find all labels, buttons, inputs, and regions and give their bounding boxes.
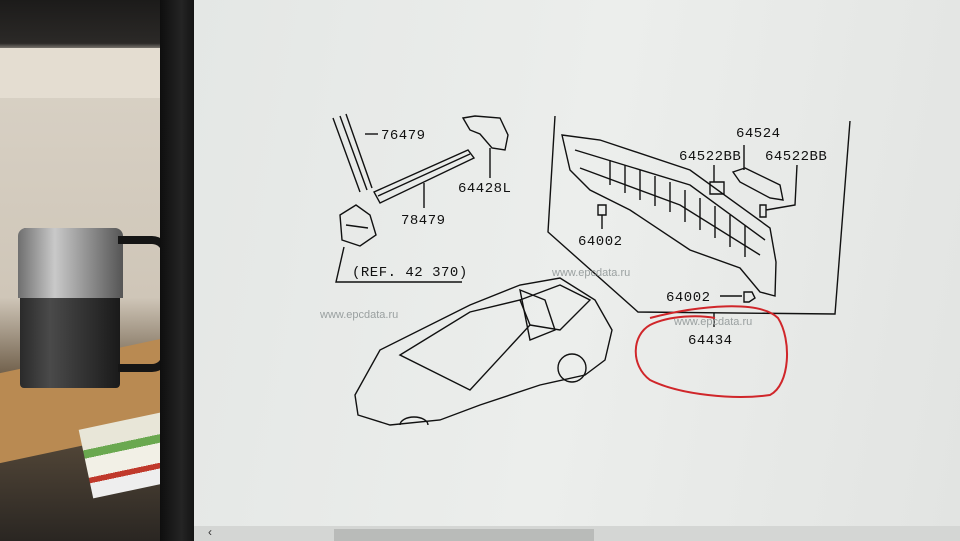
watermark: www.epcdata.ru: [551, 267, 630, 279]
part-64522bb-left-drawing: [709, 165, 725, 195]
ref-part-drawing: [335, 204, 462, 283]
part-78479-drawing: [373, 149, 476, 208]
red-highlight-circle: [634, 305, 788, 398]
watermark: www.epcdata.ru: [673, 316, 752, 328]
monitor-bezel: [160, 0, 196, 541]
label-64002-upper: 64002: [578, 234, 623, 250]
wall-shelf: [0, 48, 170, 98]
scrollbar-thumb[interactable]: [334, 529, 594, 541]
horizontal-scrollbar[interactable]: ‹: [194, 525, 960, 541]
label-64522bb-right: 64522BB: [765, 149, 827, 165]
label-64434: 64434: [688, 333, 733, 349]
kettle-steel-top: [18, 228, 123, 298]
label-64428l: 64428L: [458, 181, 511, 197]
part-64428l-drawing: [461, 115, 509, 178]
assembly-box: [547, 115, 851, 315]
part-64002-upper-drawing: [597, 204, 607, 229]
car-outline-drawing: [354, 277, 613, 426]
monitor-screen: [194, 0, 960, 541]
label-76479: 76479: [381, 128, 426, 144]
label-ref-42-370: (REF. 42 370): [352, 265, 468, 281]
label-78479: 78479: [401, 213, 446, 229]
part-64434-panel-drawing: [561, 134, 777, 297]
label-64524: 64524: [736, 126, 781, 142]
label-64522bb-left: 64522BB: [679, 149, 741, 165]
scroll-left-arrow-icon[interactable]: ‹: [208, 525, 212, 539]
watermark: www.epcdata.ru: [319, 309, 398, 321]
part-76479-drawing: [332, 113, 378, 193]
label-64002-lower: 64002: [666, 290, 711, 306]
part-64524-drawing: [731, 145, 784, 201]
part-64522bb-right-drawing: [759, 164, 798, 218]
part-64002-lower-drawing: [720, 291, 756, 303]
